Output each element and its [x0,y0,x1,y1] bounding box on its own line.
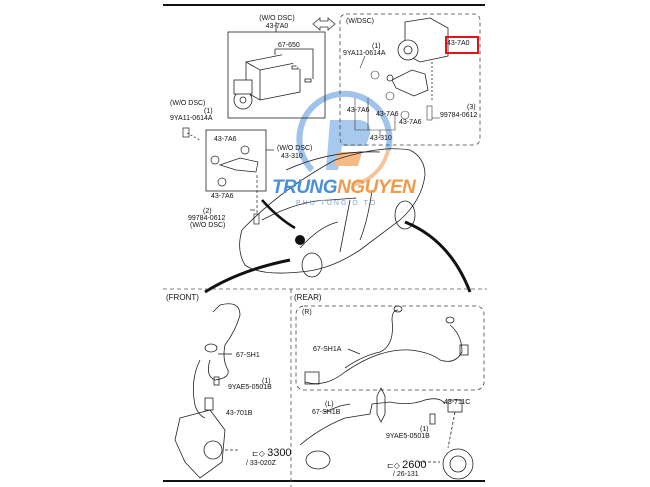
wo-dsc-screw-part: 99784-0612 [188,215,226,222]
rear-ref-sub: / 26-131 [393,471,419,478]
front-section-title: (FRONT) [166,293,199,302]
variant-swap-arrow-icon [312,17,336,31]
w-dsc-bushing-b: 43-7A6 [376,111,399,118]
wo-dsc-screw-variant: (W/O DSC) [190,222,226,229]
top-border-rule [163,4,485,6]
rear-left-harness: 67-SH1B [312,409,341,416]
wo-dsc-bushing-top: 43-7A6 [214,136,237,143]
wo-dsc-bushing-bottom: 43-7A6 [211,193,234,200]
w-dsc-screw-qty: (3) [467,104,476,111]
wo-dsc-bolt-qty: (1) [204,108,213,115]
w-dsc-variant: (W/DSC) [346,18,374,25]
front-ref-group-number: 3300 [267,447,292,459]
watermark-tagline: PHỤ TÙNG Ô TÔ [296,200,378,207]
wo-dsc-bracket: 43-310 [281,153,303,160]
front-ref-sub: / 33-020Z [246,460,276,467]
rear-sensor: 43-711C [444,399,471,406]
rear-right-box [295,305,485,391]
ref-link-icon: ⊏◇ [252,449,268,458]
wo-dsc-hcu-variant: (W/O DSC) [259,15,295,22]
front-sensor-harness-icon [192,303,241,419]
w-dsc-hcu-part: 43-7A0 [447,40,470,47]
wo-dsc-hcu-part: 43-7A0 [265,23,289,30]
w-dsc-screw-part: 99784-0612 [440,112,478,119]
w-dsc-bushing-a: 43-7A6 [347,107,370,114]
w-dsc-bolt-part: 9YA11-0614A [343,50,386,57]
w-dsc-bracket: 43-310 [370,135,392,142]
wo-dsc-bolt-part: 9YA11-0614A [170,115,213,122]
wo-dsc-bracket-variant: (W/O DSC) [277,145,313,152]
watermark-brand: TRUNGNGUYEN [272,177,416,199]
rear-ref-group-number: 2600 [402,459,427,471]
wo-dsc-bracket-box [205,129,267,192]
wo-dsc-screw-qty: (2) [203,208,212,215]
front-sensor-harness: 67-SH1 [236,352,260,359]
watermark-brand-a: TRUNG [272,177,338,198]
w-dsc-bushing-c: 43-7A6 [399,119,422,126]
rear-left-harness-icon [299,387,463,470]
front-ref-group: ⊏◇ 3300 [252,447,292,460]
rear-hub-icon [418,448,474,480]
wo-dsc-unit-box [227,31,326,119]
wo-dsc-sub-part: 67-650 [278,42,300,49]
rear-right-harness-icon [304,305,469,385]
hcu-wo-dsc-icon [233,48,314,110]
front-knuckle-icon [174,409,240,479]
rear-bolt-part: 9YAE5-0501B [386,433,430,440]
ref-link-icon: ⊏◇ [387,461,403,470]
front-bolt-part: 9YAE5-0501B [228,384,272,391]
watermark-logo-icon [296,90,393,187]
front-sensor: 43-701B [226,410,253,417]
wo-dsc-bolt-variant: (W/O DSC) [170,100,206,107]
rear-ref-group: ⊏◇ 2600 [387,459,427,472]
rear-left-label: (L) [325,401,334,408]
rear-bolt-qty: (1) [420,426,429,433]
watermark-brand-b: NGUYEN [337,177,416,198]
front-bolt-qty: (1) [262,378,271,385]
bottom-border-rule [163,480,485,482]
w-dsc-box [339,13,481,146]
rear-right-harness: 67-SH1A [313,346,342,353]
rear-right-label: (R) [302,309,312,316]
rear-section-title: (REAR) [294,293,322,302]
w-dsc-bolt-qty: (1) [372,43,381,50]
highlighted-part-box [445,36,479,54]
hcu-w-dsc-icon [386,17,449,100]
